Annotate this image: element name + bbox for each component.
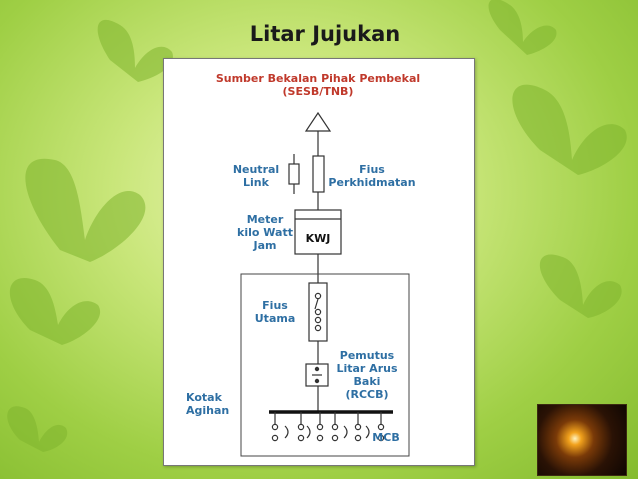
single-line-diagram	[240, 111, 410, 457]
light-bulb-image	[537, 404, 627, 476]
butterfly-icon	[488, 0, 557, 55]
butterfly-icon	[539, 254, 622, 318]
kwj-label: KWJ	[305, 232, 331, 245]
butterfly-icon	[9, 278, 101, 345]
neutral-link-symbol	[288, 163, 300, 185]
distribution-box-label: Kotak Agihan	[186, 391, 230, 417]
butterfly-icon	[512, 84, 627, 175]
mcb-label: MCB	[372, 431, 400, 444]
butterfly-icon	[97, 19, 173, 82]
supply-source-symbol	[304, 111, 332, 132]
main-fuse-label: Fius Utama	[254, 299, 296, 325]
page-title: Litar Jujukan	[249, 22, 401, 46]
service-fuse-symbol	[312, 155, 325, 193]
kwh-meter-label: Meter kilo Watt Jam	[237, 213, 293, 252]
service-fuse-label: Fius Perkhidmatan	[328, 163, 416, 189]
supply-source-label: Sumber Bekalan Pihak Pembekal (SESB/TNB)	[215, 72, 421, 98]
butterfly-icon	[7, 406, 68, 452]
neutral-link-label: Neutral Link	[232, 163, 280, 189]
rccb-label: Pemutus Litar Arus Baki (RCCB)	[336, 349, 398, 401]
butterfly-icon	[25, 158, 146, 262]
mcb-group	[271, 412, 385, 442]
distribution-box-outline	[240, 273, 410, 457]
